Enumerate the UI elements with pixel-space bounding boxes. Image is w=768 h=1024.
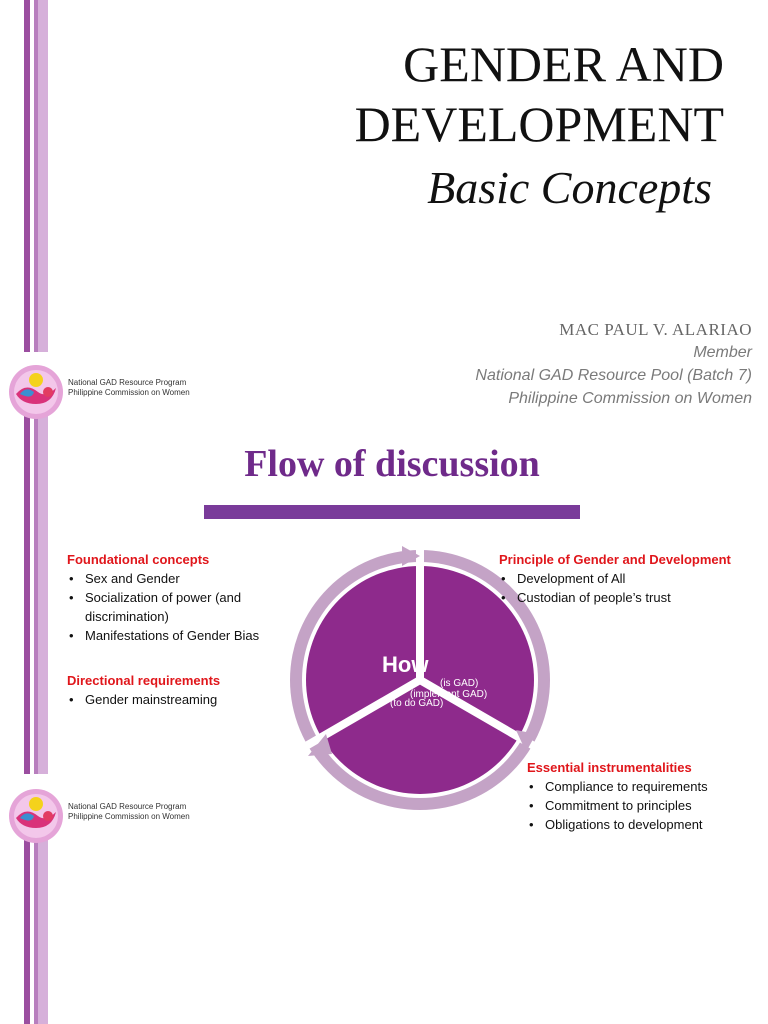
list-item: Manifestations of Gender Bias: [67, 626, 292, 645]
section-foundational: Foundational concepts Sex and Gender Soc…: [67, 551, 292, 645]
pcw-logo: National GAD Resource Program Philippine…: [6, 774, 206, 858]
author-pool: National GAD Resource Pool (Batch 7): [475, 367, 752, 384]
section-directional: Directional requirements Gender mainstre…: [67, 672, 292, 709]
principle-heading: Principle of Gender and Development: [499, 552, 731, 567]
list-item: Obligations to development: [527, 815, 757, 834]
logo-line1: National GAD Resource Program: [68, 802, 187, 811]
list-item: Development of All: [499, 569, 759, 588]
logo-line2: Philippine Commission on Women: [68, 388, 190, 397]
cycle-sub-do: (to do GAD): [390, 698, 444, 709]
list-item: Custodian of people’s trust: [499, 588, 759, 607]
section-principle: Principle of Gender and Development Deve…: [499, 551, 759, 607]
author-name: MAC PAUL V. ALARIAO: [559, 320, 752, 339]
list-item: Sex and Gender: [67, 569, 292, 588]
decorative-stripes: [0, 0, 60, 512]
subtitle: Basic Concepts: [427, 162, 712, 213]
slide-title: National GAD Resource Program Philippine…: [0, 0, 752, 512]
cycle-sub-is: (is GAD): [440, 678, 479, 689]
cycle-diagram: [290, 546, 550, 810]
directional-heading: Directional requirements: [67, 673, 221, 688]
foundational-heading: Foundational concepts: [67, 552, 210, 567]
logo-line2: Philippine Commission on Women: [68, 812, 190, 821]
arrow-right-icon: [516, 730, 536, 752]
pcw-seal-icon: [9, 789, 63, 843]
cycle-sub-implement: (implement GAD): [410, 689, 488, 700]
logo-line1: National GAD Resource Program: [68, 378, 187, 387]
divider-left: [303, 676, 423, 750]
decorative-stripes: [0, 512, 60, 1024]
list-item: Socialization of power (and discriminati…: [67, 588, 292, 626]
list-item: Compliance to requirements: [527, 777, 757, 796]
pcw-seal-icon: [9, 365, 63, 419]
flow-title: Flow of discussion: [244, 443, 540, 485]
arrow-top-icon: [402, 546, 420, 566]
list-item: Commitment to principles: [527, 796, 757, 815]
section-essential: Essential instrumentalities Compliance t…: [527, 759, 757, 834]
cycle-center-label: How: [382, 652, 429, 677]
author-role: Member: [693, 344, 752, 361]
divider-right: [417, 676, 537, 750]
arrow-left-icon: [308, 734, 332, 756]
title-underline: [204, 505, 580, 519]
essential-heading: Essential instrumentalities: [527, 760, 692, 775]
list-item: Gender mainstreaming: [67, 690, 292, 709]
title-line2: DEVELOPMENT: [354, 96, 724, 152]
author-org: Philippine Commission on Women: [508, 390, 752, 407]
title-line1: GENDER AND: [403, 36, 724, 92]
pcw-logo: National GAD Resource Program Philippine…: [6, 350, 206, 434]
